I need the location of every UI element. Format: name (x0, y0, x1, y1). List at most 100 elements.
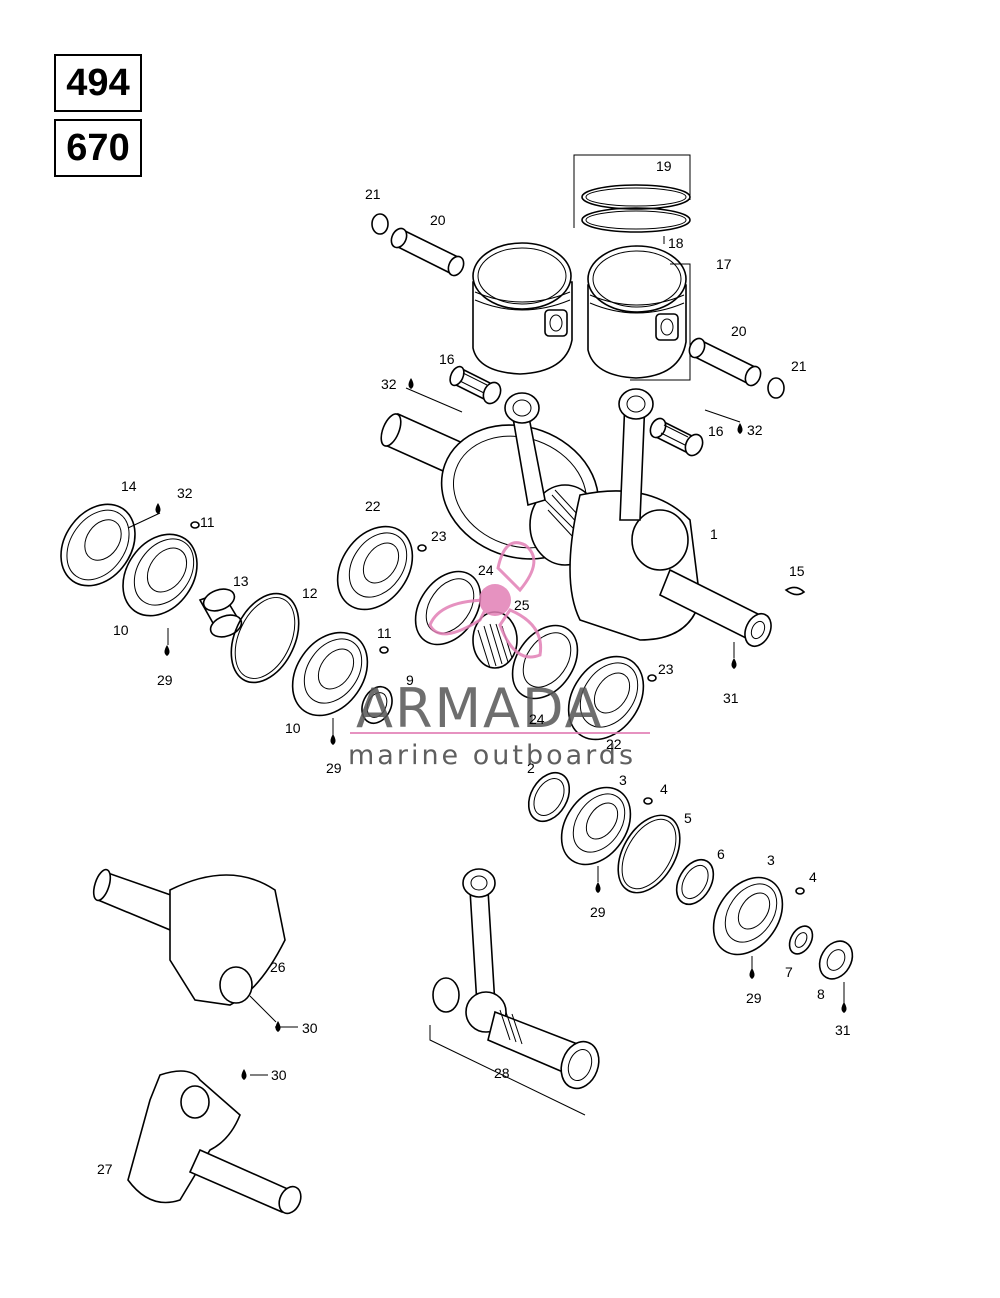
part-label-13: 13 (233, 573, 249, 589)
part-label-5: 5 (684, 810, 692, 826)
pins-11 (190, 521, 389, 654)
ring-9 (361, 685, 393, 725)
ring-2 (527, 771, 571, 823)
part-label-4: 4 (660, 781, 668, 797)
part-label-16: 16 (439, 351, 455, 367)
part-label-30: 30 (302, 1020, 318, 1036)
part-label-3: 3 (767, 852, 775, 868)
part-label-29: 29 (590, 904, 606, 920)
connecting-rod-kit-28 (429, 868, 600, 1116)
ball-bearing-3-lower (712, 876, 784, 956)
part-label-18: 18 (668, 235, 684, 251)
oil-drop-icon (155, 503, 161, 514)
pins-4 (643, 797, 805, 895)
part-label-25: 25 (514, 597, 530, 613)
oil-drop-icon (164, 645, 170, 656)
part-label-8: 8 (817, 986, 825, 1002)
part-label-19: 19 (656, 158, 672, 174)
part-label-15: 15 (789, 563, 805, 579)
oil-drop-icon (408, 378, 414, 389)
part-label-11: 11 (200, 514, 215, 530)
part-label-3: 3 (619, 772, 627, 788)
o-ring-12 (230, 592, 300, 684)
crankshaft-half-26 (92, 868, 286, 1006)
part-label-4: 4 (809, 869, 817, 885)
nut-8 (818, 940, 854, 980)
part-label-23: 23 (658, 661, 674, 677)
sleeve-13 (198, 588, 243, 638)
gear-25 (472, 611, 518, 669)
ball-bearing-22-lower (567, 655, 645, 741)
ball-bearing-3-upper (560, 786, 632, 866)
part-label-20: 20 (430, 212, 446, 228)
model-code-box-494: 494 (54, 54, 142, 112)
oil-drop-icon (737, 423, 743, 434)
oil-drop-icon (330, 734, 336, 745)
watermark: ARMADA marine outboards (348, 541, 650, 771)
part-label-24: 24 (529, 711, 545, 727)
crankshaft-half-27 (127, 1070, 302, 1215)
part-label-9: 9 (406, 672, 414, 688)
oil-drop-icon (749, 968, 755, 979)
part-label-6: 6 (717, 846, 725, 862)
part-label-27: 27 (97, 1161, 113, 1177)
seal-24-lower (511, 624, 579, 700)
wrist-pin-left (371, 213, 465, 277)
part-label-29: 29 (157, 672, 173, 688)
part-label-29: 29 (326, 760, 342, 776)
oil-drop-icon (241, 1069, 247, 1080)
watermark-title: ARMADA (356, 677, 604, 740)
part-label-21: 21 (791, 358, 807, 374)
part-label-11: 11 (377, 625, 392, 641)
oil-drop-icon (731, 658, 737, 669)
crankshaft (380, 412, 772, 648)
part-label-20: 20 (731, 323, 747, 339)
part-label-28: 28 (494, 1065, 510, 1081)
ring-6 (675, 858, 715, 906)
part-label-23: 23 (431, 528, 447, 544)
part-label-14: 14 (121, 478, 137, 494)
ball-bearing-left-inner (291, 631, 369, 717)
leader-lines (127, 387, 845, 1076)
piston-right (587, 245, 691, 381)
washer-7 (788, 925, 814, 955)
watermark-subtitle: marine outboards (348, 740, 636, 771)
part-label-31: 31 (723, 690, 739, 706)
part-labels: 1 2 3 3 4 4 5 6 7 8 9 10 10 11 11 12 13 … (97, 158, 851, 1177)
ball-bearing-left-outer (122, 533, 198, 617)
part-label-32: 32 (381, 376, 397, 392)
part-label-10: 10 (113, 622, 129, 638)
part-label-2: 2 (527, 760, 535, 776)
part-label-32: 32 (747, 422, 763, 438)
part-label-10: 10 (285, 720, 301, 736)
piston-left (472, 242, 573, 375)
model-code-670: 670 (66, 126, 130, 169)
o-ring-5 (617, 814, 681, 894)
part-label-26: 26 (270, 959, 286, 975)
part-label-17: 17 (716, 256, 732, 272)
part-label-32: 32 (177, 485, 193, 501)
connecting-rods (504, 388, 654, 521)
woodruff-key (784, 586, 806, 596)
part-label-22: 22 (365, 498, 381, 514)
part-label-1: 1 (710, 526, 718, 542)
wrist-pin-right (688, 337, 785, 399)
part-label-22: 22 (606, 736, 622, 752)
part-label-24: 24 (478, 562, 494, 578)
ball-bearing-22-upper (336, 525, 414, 611)
part-label-7: 7 (785, 964, 793, 980)
part-label-12: 12 (302, 585, 318, 601)
oil-drop-icon (595, 882, 601, 893)
part-label-16: 16 (708, 423, 724, 439)
piston-rings (573, 154, 691, 244)
model-code-box-670: 670 (54, 119, 142, 177)
part-label-29: 29 (746, 990, 762, 1006)
pins-23 (417, 544, 657, 682)
propeller-logo-icon (428, 541, 543, 659)
oil-seal-left (60, 503, 136, 587)
oil-drop-icons (155, 378, 847, 1080)
needle-bearing-upper (449, 365, 704, 457)
part-label-31: 31 (835, 1022, 851, 1038)
oil-drop-icon (841, 1002, 847, 1013)
